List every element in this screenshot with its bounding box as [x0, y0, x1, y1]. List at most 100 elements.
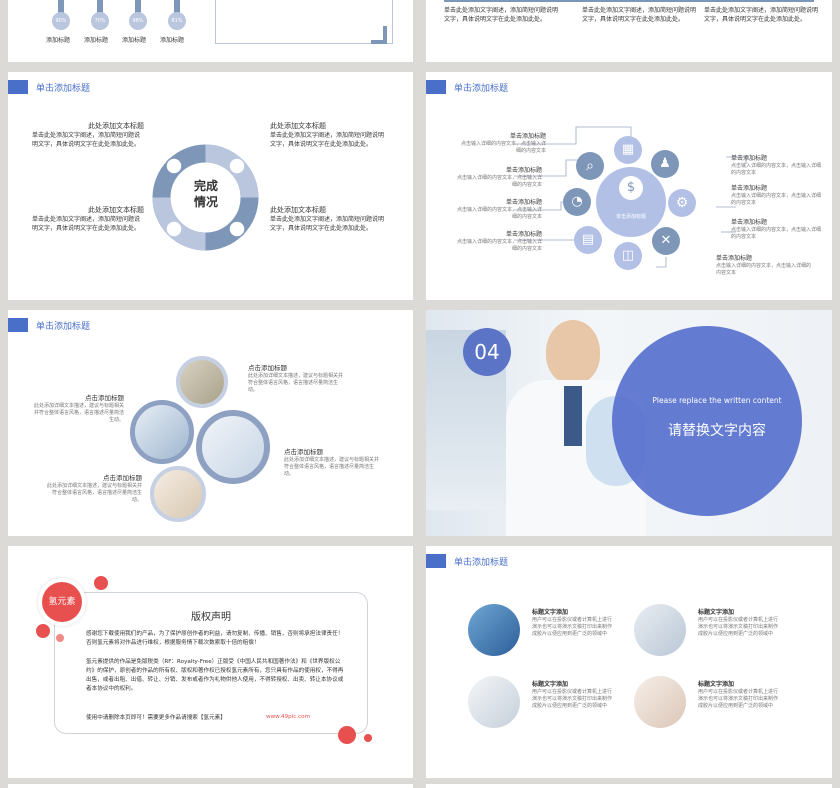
- block-body: 单击此处添加文字阐述，添加简短问题说明文字，具体说明文字在此处添加此处。: [270, 132, 385, 148]
- column-text: 单击此处添加文字阐述，添加简短问题说明文字，具体说明文字在此处添加此处。: [444, 7, 559, 23]
- ring-number-1: 1: [172, 158, 178, 167]
- photo-frame: [215, 0, 393, 44]
- column-text: 单击此处添加文字阐述，添加简短问题说明文字，具体说明文字在此处添加此处。: [704, 7, 819, 23]
- slide-circle-photos: 单击添加标题 点击添加标题 此处添加详细文本描述，建议与标题相关并符合整体语言风…: [8, 310, 413, 536]
- right-item-3: 单击添加标题 点击输入详细的内容文本，点击输入详细的内容文本: [731, 218, 821, 241]
- text-block-bl: 此处添加文本标题 单击此处添加文字阐述，添加简短问题说明文字，具体说明文字在此处…: [32, 206, 144, 233]
- item-body: 点击输入详细的内容文本，点击输入详细的内容文本: [731, 193, 822, 206]
- slide-completion: 单击添加标题 1 2 3 4 完成 情况 此处添加文本标题 单击此处添加文字阐述…: [8, 72, 413, 300]
- item-title: 单击添加标题: [509, 133, 546, 140]
- text-block-tr: 此处添加文本标题 单击此处添加文字阐述，添加简短问题说明文字，具体说明文字在此处…: [270, 122, 385, 149]
- people-icon: ♟: [651, 150, 679, 178]
- calendar-icon: ▦: [614, 136, 642, 164]
- logo-circle: 氢元素: [42, 582, 82, 622]
- item-body: 此处添加详细文本描述，建议与标题相关并符合整体语言风格，语言描述尽量简洁生动。: [248, 373, 344, 393]
- photo-circle-2: [634, 604, 686, 656]
- item-body: 点击输入详细的内容文本，点击输入详细的内容文本: [456, 175, 542, 188]
- slide-header: 单击添加标题: [426, 80, 508, 94]
- item-body: 点击输入详细的内容文本，点击输入详细的内容文本: [731, 163, 822, 176]
- column-text: 单击此处添加文字阐述，添加简短问题说明文字，具体说明文字在此处添加此处。: [582, 7, 697, 23]
- block-title: 此处添加文本标题: [270, 122, 326, 130]
- header-title: 单击添加标题: [36, 321, 91, 332]
- chinese-title: 请替换文字内容: [668, 423, 766, 439]
- item-title: 单击添加标题: [716, 255, 753, 262]
- copyright-title: 版权声明: [191, 612, 231, 623]
- bulb-label: 添加标题: [45, 37, 70, 44]
- block-title: 此处添加文本标题: [88, 122, 144, 130]
- item-body: 点击输入详细的内容文本，点击输入详细的内容文本: [716, 263, 812, 276]
- copyright-para-1: 感谢您下载使用我们的产品，为了保护原创作者的利益，请勿复制、传播、销售，否则将承…: [86, 631, 344, 646]
- content-frame: [54, 592, 368, 734]
- header-title: 单击添加标题: [454, 557, 509, 568]
- gear-icon: ⚙: [668, 189, 696, 217]
- photo-text-3: 点击添加标题 此处添加详细文本描述，建议与标题相关并符合整体语言风格，语言描述尽…: [284, 448, 380, 478]
- photo-circle-3: [468, 676, 520, 728]
- header-title: 单击添加标题: [454, 83, 509, 94]
- item-body: 用户可以在投影仪或者计算机上进行演示也可以将演示文稿打印出来制作成胶片以便应用到…: [698, 689, 779, 709]
- slide-header: 单击添加标题: [426, 554, 508, 568]
- item-body: 此处添加详细文本描述，建议与标题相关并符合整体语言风格，语言描述尽量简洁生动。: [33, 403, 124, 423]
- slide-header: 单击添加标题: [8, 318, 90, 332]
- item-body: 点击输入详细的内容文本，点击输入详细的内容文本: [456, 207, 542, 220]
- ring-node-3: [228, 220, 246, 238]
- team-item-3: 标题文字添加 用户可以在投影仪或者计算机上进行演示也可以将演示文稿打印出来制作成…: [532, 680, 612, 710]
- compass-icon: ◔: [563, 188, 591, 216]
- photo-text-2: 点击添加标题 此处添加详细文本描述，建议与标题相关并符合整体语言风格，语言描述尽…: [32, 394, 124, 424]
- ring-node-1: [165, 157, 183, 175]
- center-circle-label: 单击添加标题: [615, 214, 646, 220]
- tools-icon: ✕: [652, 227, 680, 255]
- item-title: 单击添加标题: [731, 185, 768, 192]
- site-link[interactable]: www.49pic.com: [266, 714, 311, 720]
- frame-corner: [371, 26, 387, 44]
- document-icon: ▤: [574, 226, 602, 254]
- photo-text-4: 点击添加标题 此处添加详细文本描述，建议与标题相关并符合整体语言风格，语言描述尽…: [46, 474, 142, 504]
- percent-label: 98%: [129, 12, 147, 30]
- red-dot-1: [94, 576, 108, 590]
- highlight-circle: [612, 326, 802, 516]
- slide-three-columns: 单击此处添加文字阐述，添加简短问题说明文字，具体说明文字在此处添加此处。 单击此…: [426, 0, 832, 62]
- item-title: 点击添加标题: [248, 364, 287, 372]
- text-block-br: 此处添加文本标题 单击此处添加文字阐述，添加简短问题说明文字，具体说明文字在此处…: [270, 206, 385, 233]
- slide-partial-bottom-left: [8, 784, 413, 788]
- ring-number-4: 4: [172, 221, 178, 230]
- photo-circle-doctor: [150, 466, 206, 522]
- ring-number-2: 2: [235, 158, 241, 167]
- bulb-label: 添加标题: [159, 37, 184, 44]
- right-item-2: 单击添加标题 点击输入详细的内容文本，点击输入详细的内容文本: [731, 184, 821, 207]
- red-dot-3: [56, 634, 64, 642]
- text-block-tl: 此处添加文本标题 单击此处添加文字阐述，添加简短问题说明文字，具体说明文字在此处…: [32, 122, 144, 149]
- ring-number-3: 3: [235, 221, 241, 230]
- item-title: 单击添加标题: [505, 167, 542, 174]
- block-title: 此处添加文本标题: [88, 206, 144, 214]
- team-item-4: 标题文字添加 用户可以在投影仪或者计算机上进行演示也可以将演示文稿打印出来制作成…: [698, 680, 778, 710]
- copyright-para-2: 氢元素提供的作品是免版税类（RF：Royalty-Free）正版受《中国人民共和…: [86, 659, 344, 692]
- photo-circle-hospital: [130, 400, 194, 464]
- item-title: 点击添加标题: [103, 474, 142, 482]
- red-dot-2: [36, 624, 50, 638]
- photo-circle-1: [468, 604, 520, 656]
- slide-progress: 90% 70% 98% 81% 添加标题 添加标题 添加标题 添加标题: [8, 0, 413, 62]
- bulb-label: 添加标题: [121, 37, 146, 44]
- block-body: 单击此处添加文字阐述，添加简短问题说明文字，具体说明文字在此处添加此处。: [32, 216, 141, 232]
- item-title: 单击添加标题: [731, 219, 768, 226]
- red-dot-4: [338, 726, 356, 744]
- item-title: 标题文字添加: [698, 609, 735, 616]
- slide-partial-bottom-right: [426, 784, 832, 788]
- team-item-1: 标题文字添加 用户可以在投影仪或者计算机上进行演示也可以将演示文稿打印出来制作成…: [532, 608, 612, 638]
- item-body: 点击输入详细的内容文本，点击输入详细的内容文本: [731, 227, 822, 240]
- photo-circle-documents: [176, 356, 228, 408]
- percent-label: 81%: [168, 12, 186, 30]
- box-icon: ◫: [614, 242, 642, 270]
- section-number: 04: [474, 340, 500, 364]
- item-body: 此处添加详细文本描述，建议与标题相关并符合整体语言风格，语言描述尽量简洁生动。: [284, 457, 380, 477]
- item-body: 用户可以在投影仪或者计算机上进行演示也可以将演示文稿打印出来制作成胶片以便应用到…: [532, 617, 613, 637]
- item-title: 标题文字添加: [532, 609, 569, 616]
- slide-copyright: 氢元素 版权声明 感谢您下载使用我们的产品，为了保护原创作者的利益，请勿复制、传…: [8, 546, 413, 778]
- logo-text: 氢元素: [48, 597, 76, 607]
- completion-ring: [152, 144, 259, 251]
- english-subtitle: Please replace the written content: [652, 396, 782, 405]
- item-body: 用户可以在投影仪或者计算机上进行演示也可以将演示文稿打印出来制作成胶片以便应用到…: [698, 617, 779, 637]
- percent-label: 70%: [91, 12, 109, 30]
- item-title: 标题文字添加: [532, 681, 569, 688]
- photo-circle-4: [634, 676, 686, 728]
